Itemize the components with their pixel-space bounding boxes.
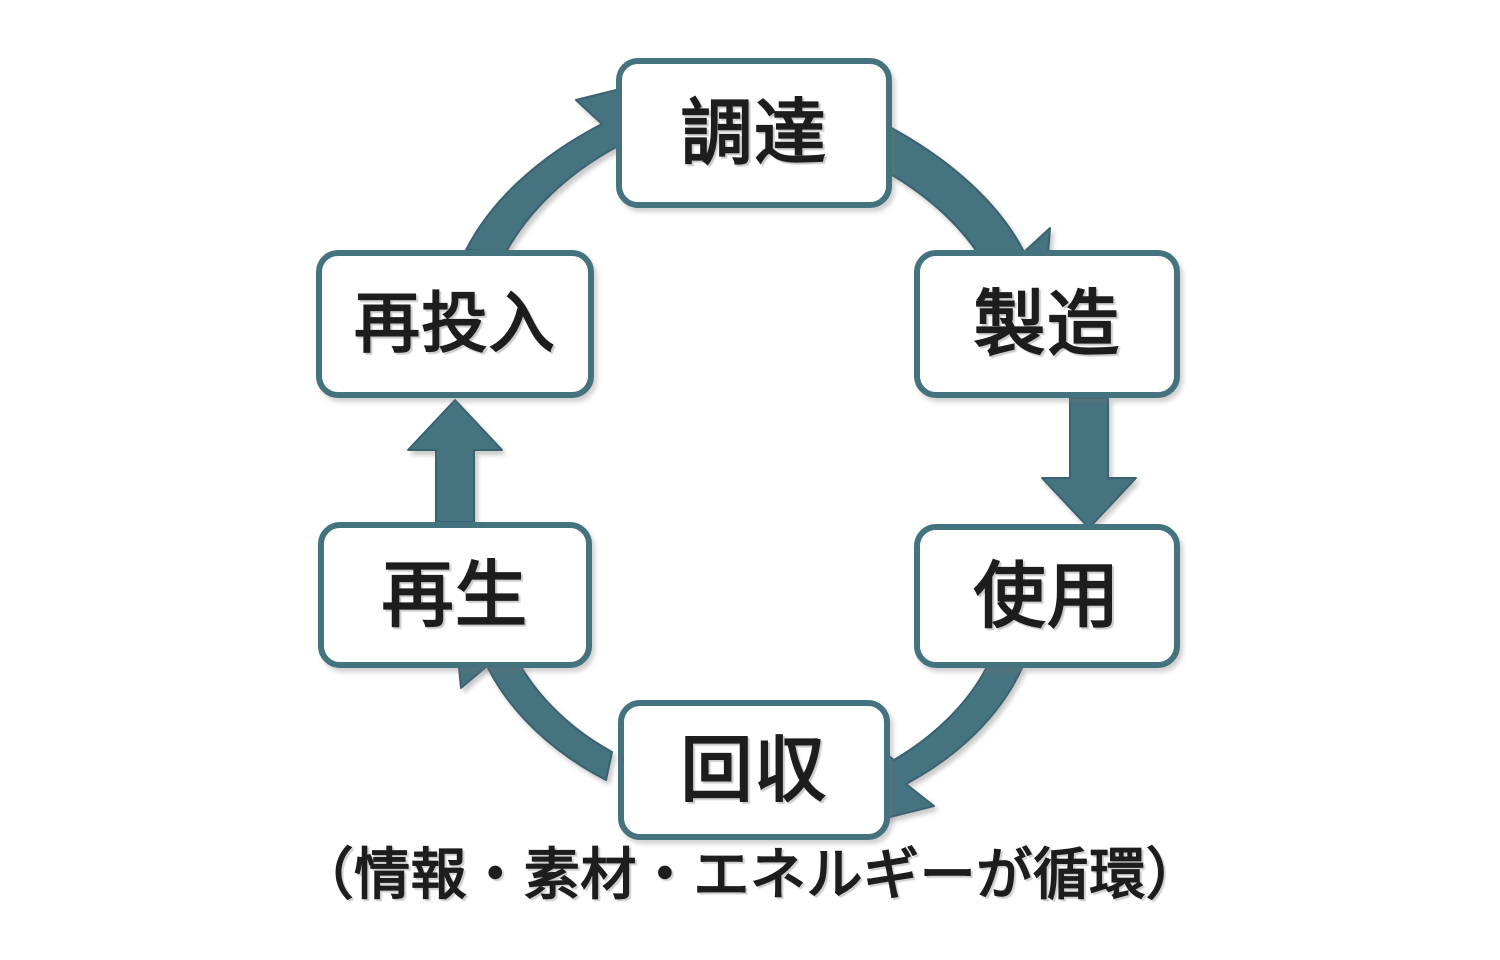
diagram-caption-text: （情報・素材・エネルギーが循環） [297,843,1203,908]
node-label-manufacture: 製造 [973,282,1121,366]
node-collection[interactable]: 回収 [618,700,890,840]
arrow-regenerate-to-reinput [407,399,503,523]
node-reinput[interactable]: 再投入 [316,250,594,398]
arrow-manufacture-to-use [1041,397,1137,529]
node-use[interactable]: 使用 [914,524,1180,668]
node-label-collection: 回収 [680,728,828,812]
node-regenerate[interactable]: 再生 [318,522,592,668]
node-label-regenerate: 再生 [381,553,529,637]
node-label-reinput: 再投入 [354,285,556,362]
diagram-caption: （情報・素材・エネルギーが循環） [0,845,1500,907]
node-label-use: 使用 [973,554,1121,638]
node-manufacture[interactable]: 製造 [914,250,1180,398]
node-label-procurement: 調達 [680,91,828,175]
node-procurement[interactable]: 調達 [616,58,892,208]
